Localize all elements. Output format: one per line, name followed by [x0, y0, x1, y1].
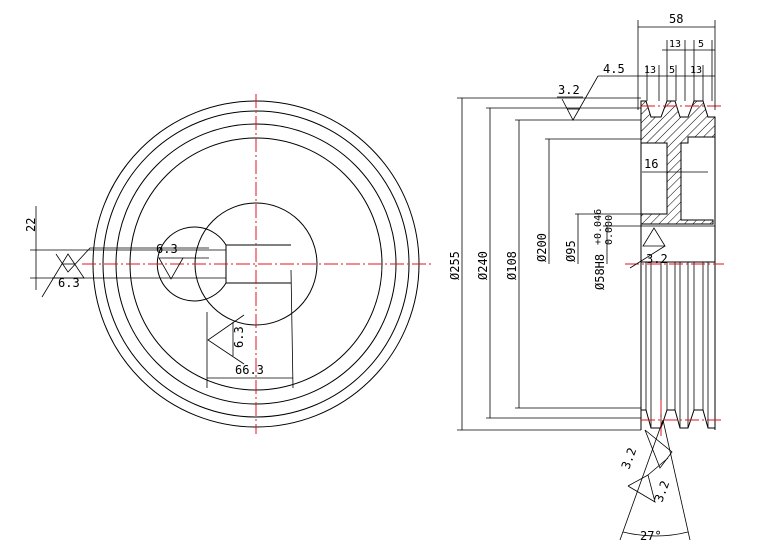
dim-groove-b: 5 — [698, 39, 704, 50]
dim-groove-c: 13 — [644, 65, 656, 76]
dim-keyway-depth: 66.3 — [235, 363, 264, 377]
dim-groove-d: 5 — [669, 65, 675, 76]
dim-total-width: 58 — [669, 12, 683, 26]
dia-outer: Ø255 — [448, 251, 462, 280]
dia-bore: Ø58H8 — [593, 254, 607, 290]
dia-hub: Ø200 — [535, 233, 549, 262]
roughness-groove-2: 3.2 — [652, 479, 673, 504]
roughness-symbol-groove-2 — [627, 457, 669, 503]
roughness-symbol-keyway-bottom — [41, 253, 209, 298]
front-view: 22 6.3 6.3 66.3 6.3 — [24, 94, 432, 434]
dia-rim-inner: Ø108 — [505, 251, 519, 280]
dim-keyway-height: 22 — [24, 218, 38, 232]
roughness-outer: 3.2 — [558, 83, 580, 97]
roughness-symbol-groove-1 — [644, 429, 673, 469]
dim-web: 16 — [644, 157, 658, 171]
dim-groove-angle: 27° — [640, 529, 662, 543]
dim-groove-e: 13 — [690, 65, 702, 76]
roughness-keyway-top: 6.3 — [156, 242, 178, 256]
dia-hub2: Ø95 — [564, 240, 578, 262]
dim-chamfer: 4.5 — [603, 62, 625, 76]
roughness-symbol-keyway-top — [55, 247, 209, 273]
bore-tol-upper: +0.046 — [593, 209, 604, 245]
section-view: 58 13 5 13 5 13 5 13 4.5 3.2 — [448, 12, 724, 543]
roughness-symbol-bore — [629, 227, 666, 269]
roughness-groove-1: 3.2 — [619, 446, 640, 471]
roughness-keyway-bottom: 6.3 — [58, 276, 80, 290]
rim-inner-circle — [129, 137, 383, 391]
dia-pitch: Ø240 — [476, 251, 490, 280]
dim-groove-a: 13 — [669, 39, 681, 50]
roughness-symbol-keyway-side — [207, 314, 245, 365]
roughness-keyway-side: 6.3 — [232, 326, 246, 348]
bore-with-keyway — [156, 226, 227, 302]
bore-tol-lower: 0.000 — [604, 215, 615, 245]
section-lower-grooves — [640, 409, 715, 429]
roughness-bore: 3.2 — [646, 252, 668, 266]
